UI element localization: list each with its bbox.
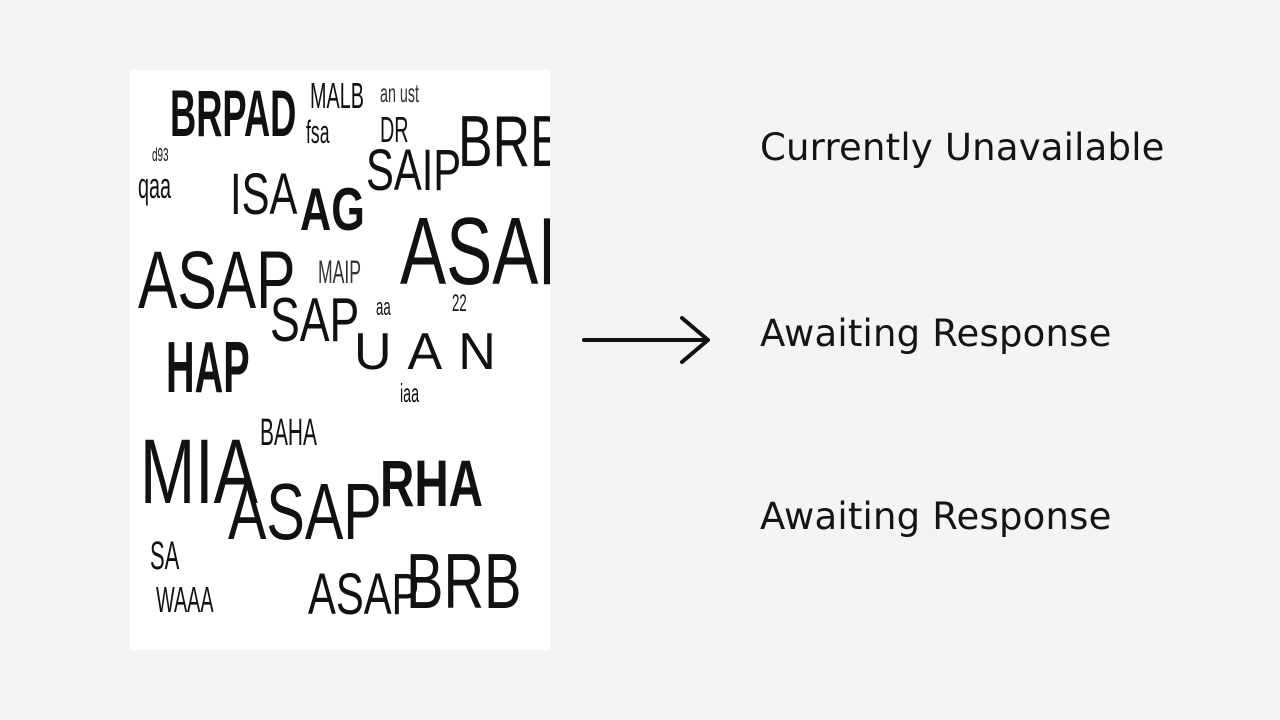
collage-word: qaa — [138, 165, 172, 206]
collage-word: AG — [300, 176, 365, 243]
collage-word: BRB — [406, 537, 522, 625]
status-label-awaiting-response-2: Awaiting Response — [760, 495, 1112, 538]
status-label-currently-unavailable: Currently Unavailable — [760, 126, 1165, 169]
collage-word: 22 — [452, 290, 467, 317]
collage-word: RHA — [380, 446, 483, 520]
collage-word: HAP — [166, 328, 250, 408]
collage-word: iaa — [400, 378, 420, 408]
collage-word: ASAP — [308, 562, 420, 627]
collage-word: MIA — [140, 421, 258, 523]
collage-word: SA — [150, 534, 180, 578]
collage-word: ASAP — [138, 235, 296, 326]
collage-word: BRPAD — [170, 76, 297, 150]
collage-word: BAHA — [260, 412, 317, 454]
acronym-collage-image: BRPAD MALB an ust BRB fsa DR d93 SAIP qa… — [130, 70, 550, 650]
collage-word: aa — [376, 294, 391, 321]
collage-word: d93 — [152, 145, 169, 165]
collage-word: fsa — [306, 114, 330, 150]
status-label-awaiting-response: Awaiting Response — [760, 312, 1112, 355]
collage-word: BRB — [458, 102, 550, 182]
collage-word: MALB — [310, 75, 364, 116]
collage-word: ISA — [230, 162, 298, 227]
right-arrow-icon — [582, 316, 710, 364]
collage-word: ASAP — [400, 198, 550, 305]
collage-word: ASAP — [228, 467, 382, 556]
collage-word: DR — [380, 109, 409, 150]
collage-word: UAN — [354, 323, 512, 381]
collage-word: MAIP — [318, 254, 362, 290]
collage-word: SAIP — [366, 138, 462, 203]
collage-word: WAAA — [156, 579, 214, 620]
collage-word: SAP — [270, 286, 360, 355]
collage-word: an ust — [380, 78, 419, 108]
